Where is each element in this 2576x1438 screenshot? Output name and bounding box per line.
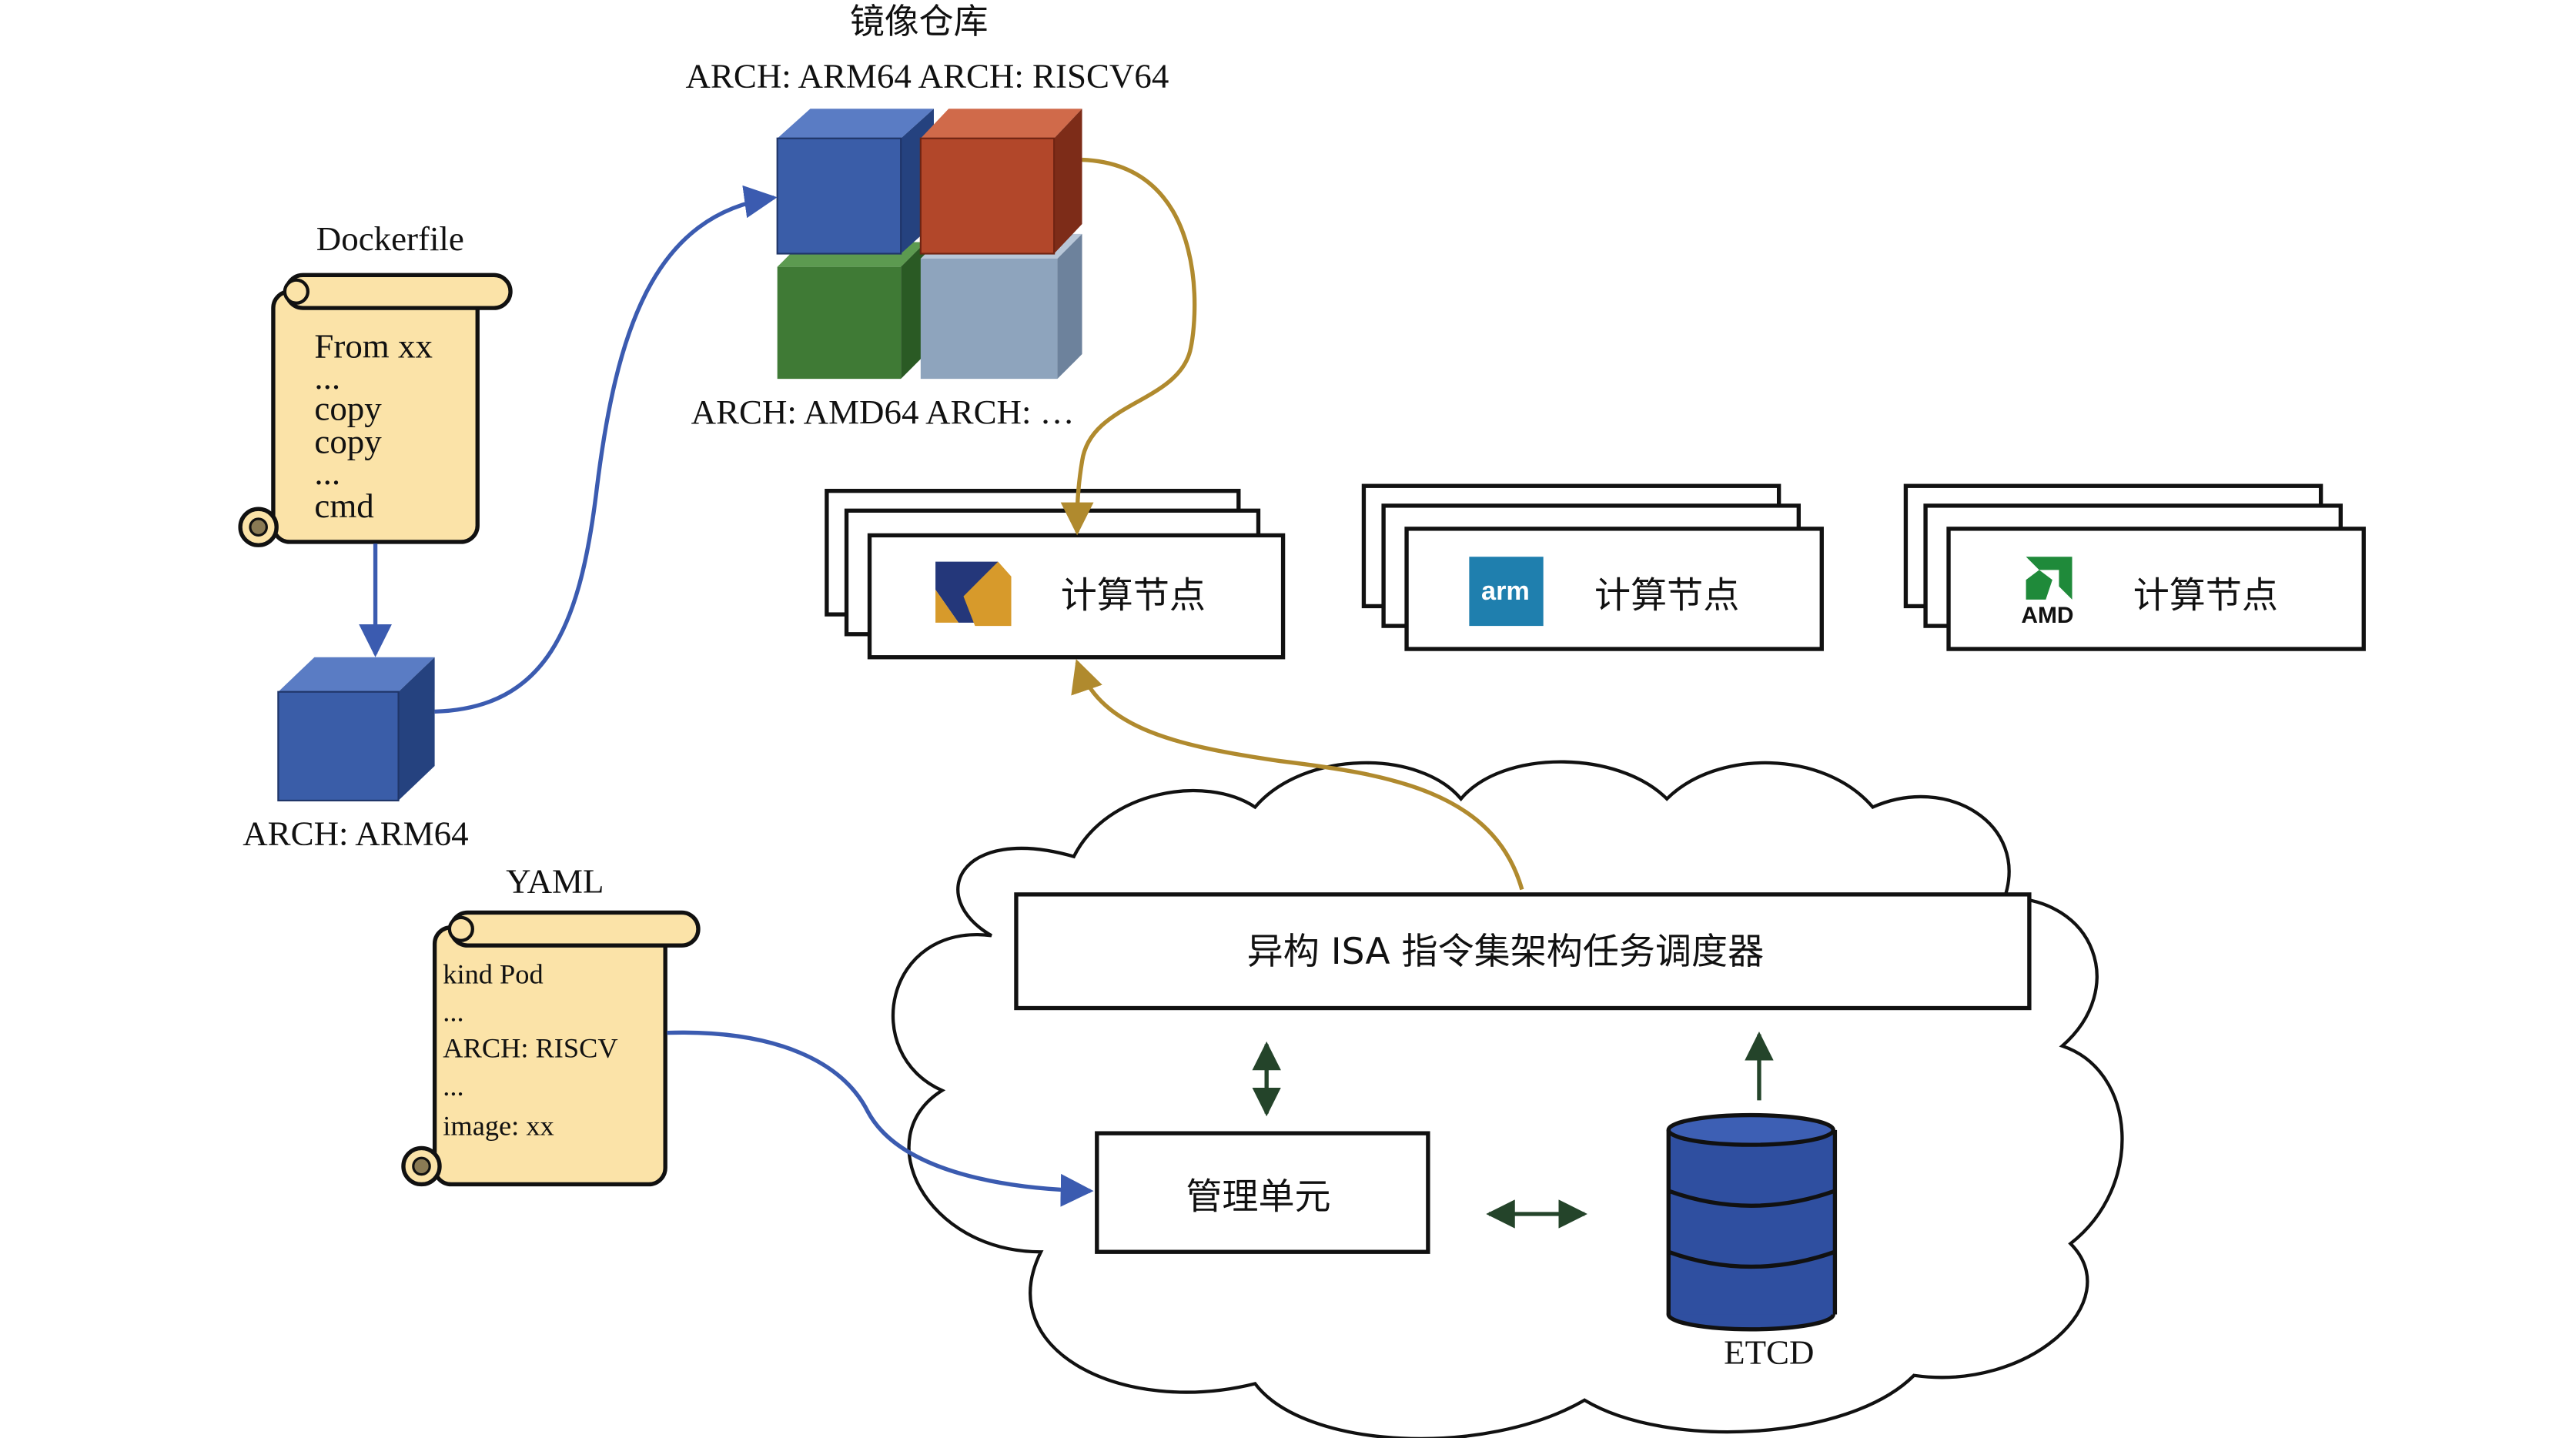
dockerfile-line: ... (314, 358, 340, 396)
built-image-arch-label: ARCH: ARM64 (243, 814, 468, 853)
compute-node-label: 计算节点 (1594, 575, 1739, 617)
riscv-logo (935, 561, 1012, 627)
arrow-repository-to-node (1060, 157, 1197, 536)
dockerfile-line: cmd (314, 487, 373, 525)
cloud-outline (892, 760, 2124, 1438)
compute-node-label: 计算节点 (1061, 575, 1206, 617)
yaml-line: image: xx (443, 1110, 554, 1141)
repository-bottom-arch-label: ARCH: AMD64 ARCH: … (691, 393, 1075, 431)
yaml-line: ... (443, 997, 463, 1028)
amd-logo-text: AMD (2021, 603, 2073, 628)
etcd-database: ETCD (1666, 1112, 1838, 1372)
image-cube-arm64 (776, 109, 934, 255)
dockerfile-line: copy (314, 390, 382, 428)
yaml-scroll: YAML kind Pod ... ARCH: RISCV ... image:… (401, 862, 701, 1187)
arrow-image-to-repository (434, 185, 778, 714)
compute-node-arm: arm 计算节点 (1361, 483, 1824, 651)
dockerfile-line: From xx (314, 326, 432, 365)
scheduler-box: 异构 ISA 指令集架构任务调度器 (1014, 892, 2032, 1011)
management-unit-box: 管理单元 (1095, 1131, 1430, 1254)
arm-logo: arm (1469, 557, 1544, 627)
image-cube-other-arch (920, 233, 1082, 380)
image-cube-riscv64 (919, 109, 1082, 255)
image-cube-amd64 (777, 242, 926, 380)
yaml-line: ... (443, 1071, 463, 1102)
cloud (892, 760, 2124, 1438)
repository-title: 镜像仓库 (850, 1, 989, 42)
arrow-yaml-to-manager (667, 1030, 1094, 1207)
yaml-line: kind Pod (443, 958, 543, 989)
image-repository: 镜像仓库 ARCH: ARM64 ARCH: RISCV64 ARCH: AMD… (685, 1, 1169, 431)
arm-logo-text: arm (1481, 577, 1530, 606)
compute-node-amd: AMD 计算节点 (1903, 483, 2366, 651)
dockerfile-line: copy (314, 422, 382, 460)
management-unit-label: 管理单元 (1186, 1176, 1330, 1219)
scheduler-label: 异构 ISA 指令集架构任务调度器 (1247, 931, 1765, 973)
dockerfile-title: Dockerfile (316, 219, 464, 258)
dockerfile-scroll: Dockerfile From xx ... copy copy ... cmd (238, 219, 513, 547)
compute-node-label: 计算节点 (2133, 575, 2278, 617)
amd-logo: AMD (2021, 557, 2074, 628)
dockerfile-line: ... (314, 453, 340, 492)
yaml-line: ARCH: RISCV (443, 1033, 617, 1064)
etcd-label: ETCD (1724, 1333, 1814, 1372)
compute-node-riscv: 计算节点 (825, 488, 1286, 660)
built-image-cube: ARCH: ARM64 (243, 657, 469, 853)
yaml-title: YAML (506, 862, 604, 901)
arrow-scheduler-to-node (1071, 659, 1524, 891)
repository-top-arch-label: ARCH: ARM64 ARCH: RISCV64 (685, 56, 1169, 95)
